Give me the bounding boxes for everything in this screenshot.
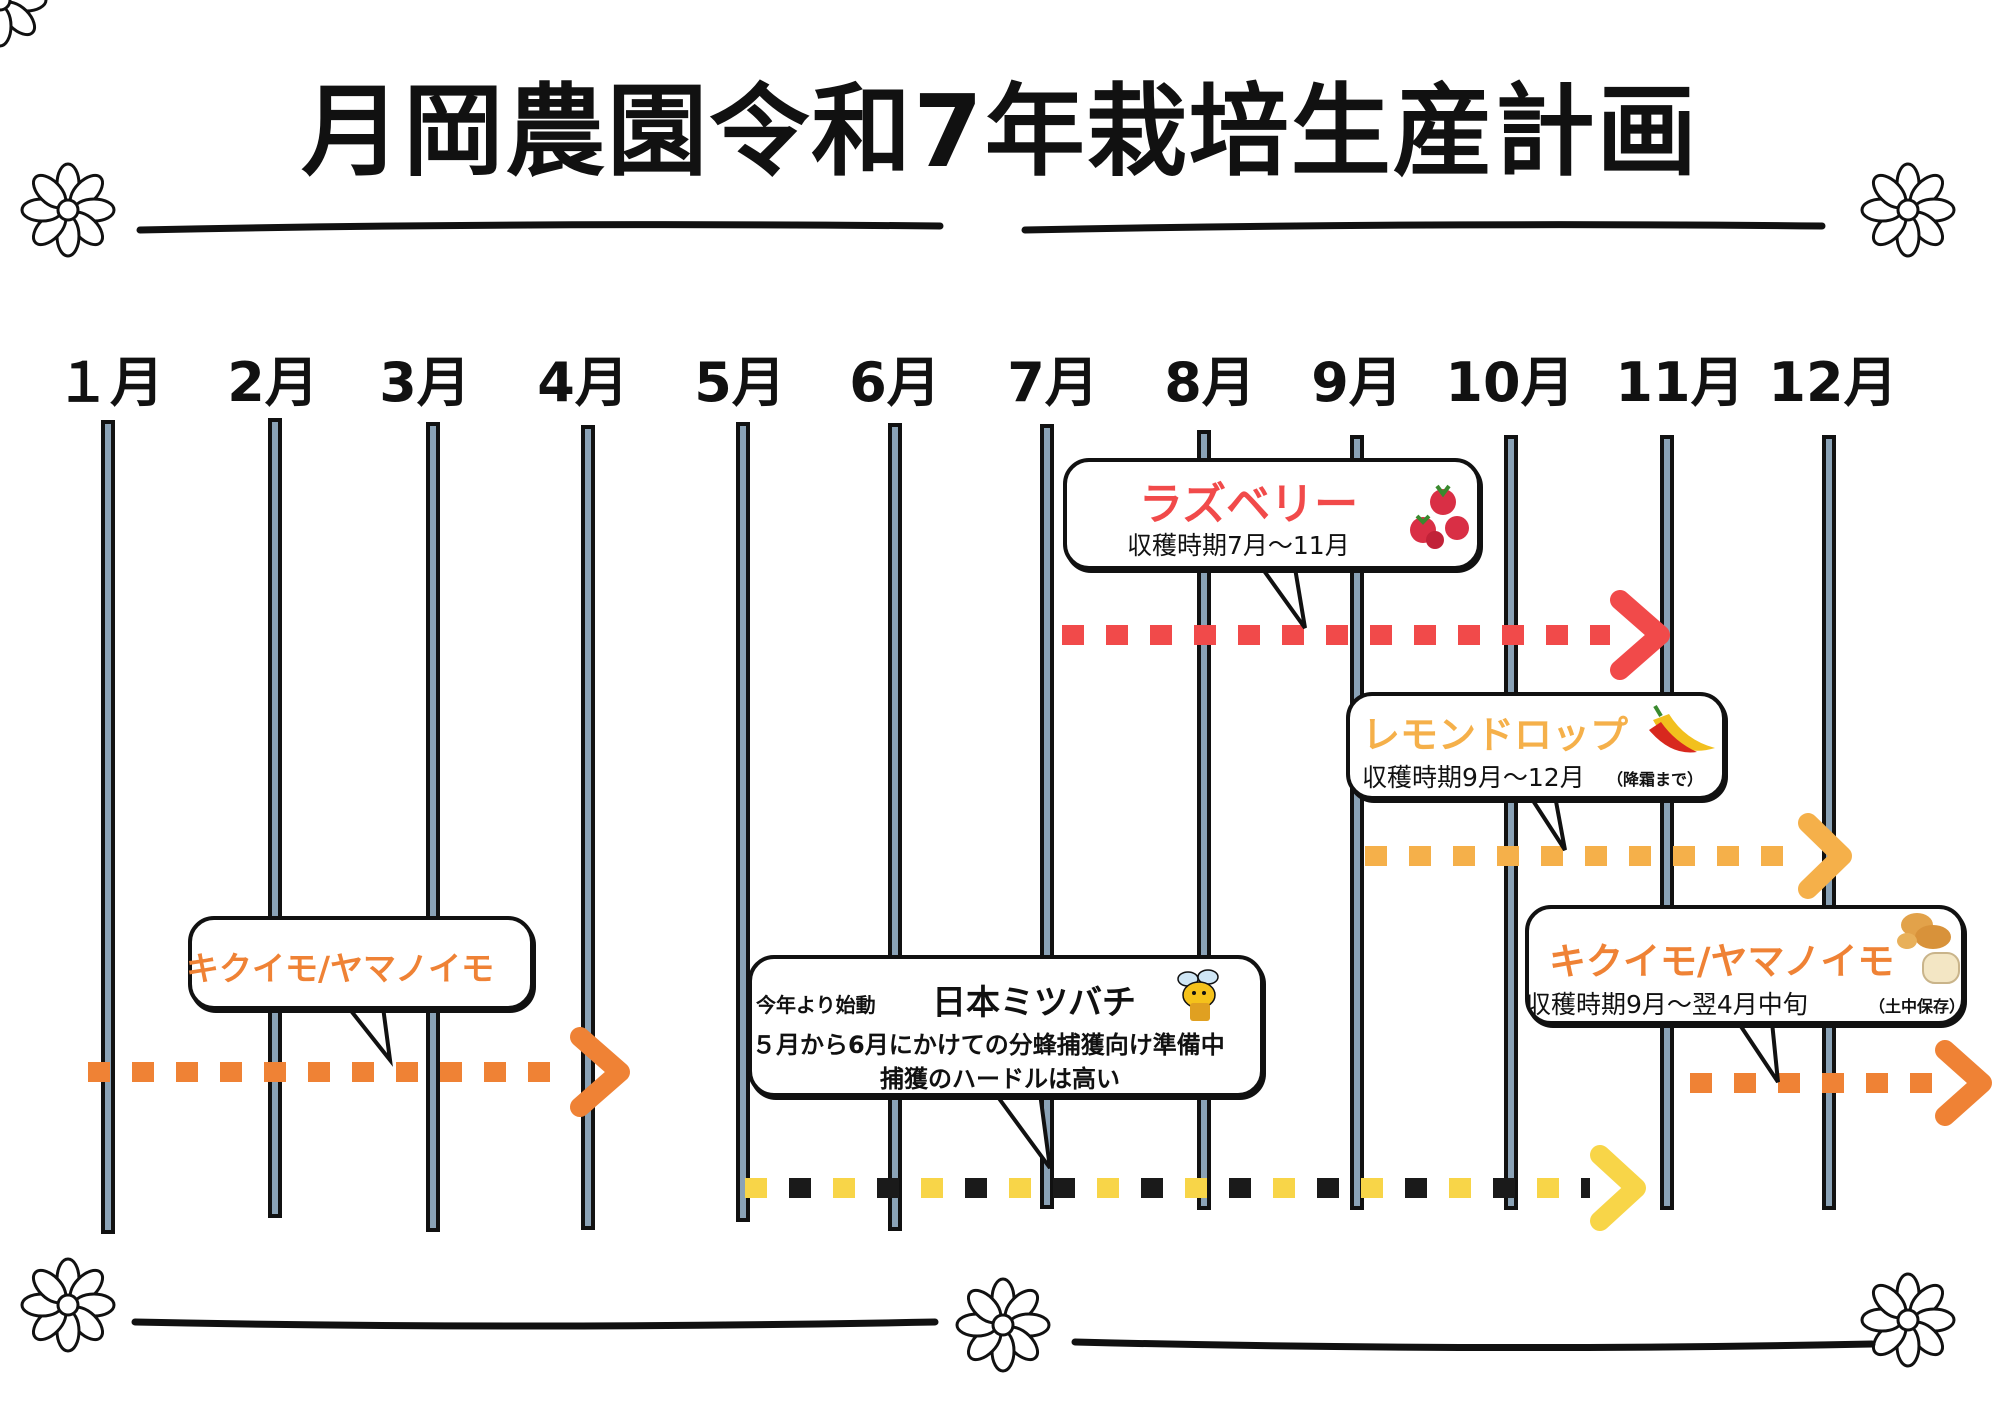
month-bar (268, 418, 282, 1218)
divider-line (1021, 221, 1826, 234)
month-label: 4月 (537, 351, 629, 414)
raspberry-name: ラズベリー (1139, 479, 1359, 530)
divider-line (131, 1318, 939, 1330)
bee-arrowhead (1590, 1145, 1646, 1231)
ginger-root-icon (1897, 913, 1960, 984)
kikuimo-early-arrowhead (570, 1027, 630, 1117)
bubble-tail (991, 1091, 1052, 1170)
kikuimo-late-name: キクイモ/ヤマノイモ (1549, 940, 1895, 983)
divider-line (136, 221, 944, 234)
flower-icon (0, 0, 48, 48)
lemondrop-name: レモンドロップ (1362, 713, 1629, 757)
kikuimo-early-callout: キクイモ/ヤマノイモ (186, 916, 534, 1010)
month-label: 11月 (1615, 351, 1745, 414)
month-bar (426, 422, 440, 1232)
bee-callout: 今年より始動 日本ミツバチ ５月から6月にかけての分蜂捕獲向け準備中 捕獲のハー… (748, 955, 1264, 1097)
bubble-tail (343, 1005, 393, 1067)
lemondrop-period: 収穫時期9月〜12月 (1362, 763, 1585, 792)
kikuimo-late-note: （土中保存） (1869, 997, 1966, 1016)
month-label: 10月 (1445, 351, 1575, 414)
kikuimo-late-callout: キクイモ/ヤマノイモ 収穫時期9月〜翌4月中旬 （土中保存） (1525, 905, 1965, 1025)
month-label: 5月 (694, 351, 786, 414)
month-label: 2月 (227, 351, 319, 414)
chili-pepper-icon (1649, 704, 1715, 753)
bubble-tail (1258, 566, 1307, 630)
bee-name: 日本ミツバチ (932, 983, 1136, 1023)
raspberry-arrowhead (1610, 590, 1670, 680)
month-label: 3月 (379, 351, 471, 414)
month-label: 9月 (1311, 351, 1403, 414)
month-label: 6月 (849, 351, 941, 414)
lemondrop-note: （降霜まで） (1607, 770, 1704, 789)
bee-line1: ５月から6月にかけての分蜂捕獲向け準備中 (752, 1031, 1225, 1059)
lemondrop-callout: レモンドロップ 収穫時期9月〜12月 （降霜まで） (1346, 692, 1726, 800)
raspberry-callout: ラズベリー 収穫時期7月〜11月 (1063, 458, 1481, 570)
kikuimo-early-name: キクイモ/ヤマノイモ (186, 949, 495, 988)
kikuimo-late-arrowhead (1935, 1040, 1992, 1126)
divider-line (1071, 1338, 1876, 1352)
bee-icon (1177, 969, 1219, 1021)
raspberry-icon (1410, 484, 1469, 549)
month-bar (736, 422, 750, 1222)
month-label: 8月 (1164, 351, 1256, 414)
bee-prefix: 今年より始動 (756, 993, 876, 1017)
page-title: 月岡農園令和7年栽培生産計画 (301, 73, 1699, 190)
month-label: 12月 (1768, 351, 1898, 414)
bubble-tail (1526, 794, 1567, 852)
kikuimo-late-period: 収穫時期9月〜翌4月中旬 (1526, 990, 1808, 1019)
bee-line2: 捕獲のハードルは高い (880, 1065, 1120, 1093)
month-bar (1350, 435, 1364, 1210)
lemondrop-arrowhead (1798, 813, 1852, 899)
month-label: １月 (56, 351, 164, 414)
month-label: 7月 (1007, 351, 1099, 414)
month-bar (101, 420, 115, 1234)
raspberry-period: 収穫時期7月〜11月 (1127, 531, 1350, 560)
